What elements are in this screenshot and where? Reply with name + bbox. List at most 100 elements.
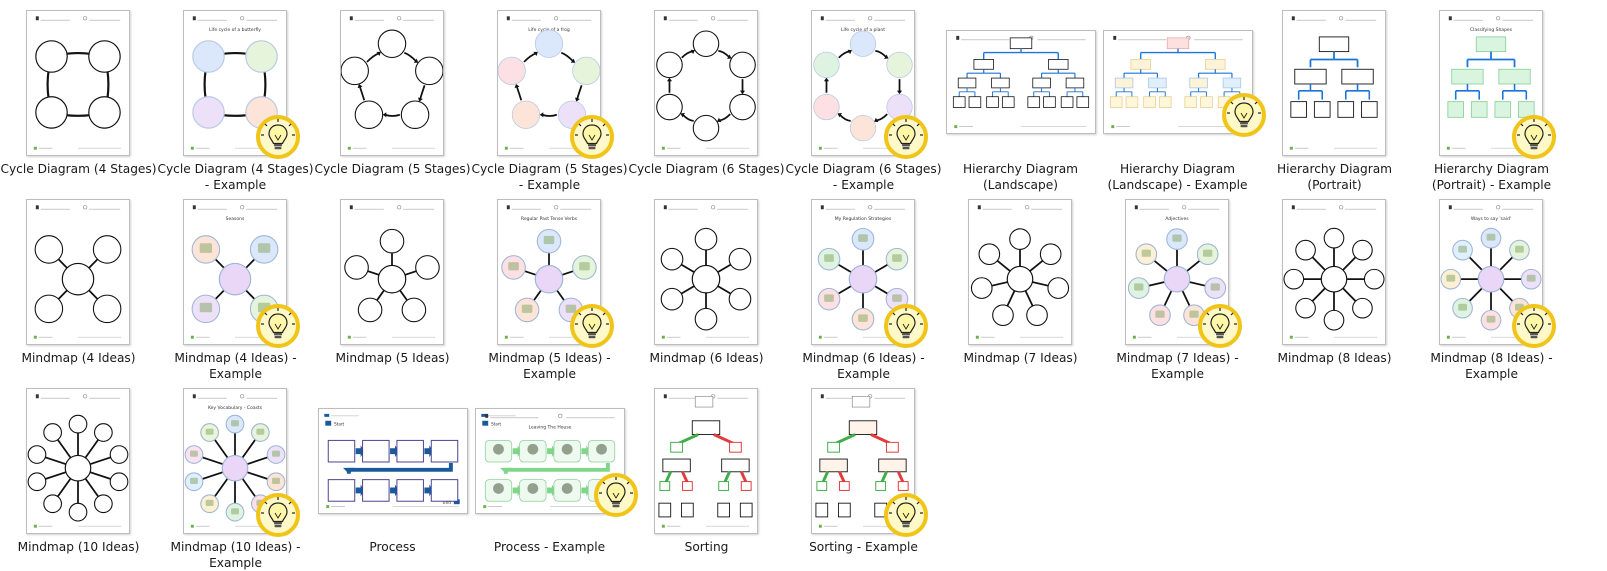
- template-caption: Process: [369, 540, 416, 554]
- thumbnail-diagram: Ways to say 'said': [1440, 205, 1542, 339]
- template-caption: Mindmap (4 Ideas): [21, 351, 136, 365]
- thumbnail-diagram: [1289, 16, 1378, 150]
- thumbnail-title: Adjectives: [1165, 216, 1189, 222]
- thumbnail-title: Classifying Shapes: [1470, 27, 1513, 33]
- thumbnail-diagram: Key Vocabulary - Coasts: [184, 394, 286, 528]
- template-tile[interactable]: Mindmap (10 Ideas): [0, 378, 157, 563]
- thumbnail-diagram: Adjectives: [1127, 205, 1227, 339]
- template-tile[interactable]: Mindmap (6 Ideas): [628, 189, 785, 374]
- template-caption: Mindmap (10 Ideas) - Example: [170, 540, 301, 570]
- portrait-thumbnail[interactable]: Classifying Shapes: [1439, 10, 1543, 156]
- portrait-thumbnail[interactable]: [340, 10, 444, 156]
- lightbulb-icon: [593, 472, 639, 518]
- template-tile[interactable]: Leaving The HouseStartEndProcess - Examp…: [471, 378, 638, 563]
- template-caption: Mindmap (10 Ideas): [17, 540, 140, 554]
- thumbnail-title: Regular Past Tense Verbs: [521, 216, 578, 222]
- thumbnail-diagram: [970, 205, 1070, 339]
- template-tile[interactable]: Hierarchy Diagram (Landscape): [942, 0, 1099, 192]
- thumbnail-title: Life cycle of a butterfly: [209, 27, 261, 33]
- template-caption: Mindmap (8 Ideas) - Example: [1430, 351, 1553, 381]
- portrait-thumbnail[interactable]: Key Vocabulary - Coasts: [183, 388, 287, 534]
- template-tile[interactable]: Cycle Diagram (6 Stages): [628, 0, 785, 185]
- template-tile[interactable]: Mindmap (5 Ideas): [314, 189, 471, 374]
- thumbnail-diagram: Classifying Shapes: [1446, 16, 1535, 150]
- template-caption: Mindmap (5 Ideas): [335, 351, 450, 365]
- process-end-label: End: [443, 500, 451, 505]
- template-caption: Hierarchy Diagram (Landscape): [962, 162, 1079, 192]
- thumbnail-diagram: [815, 394, 910, 528]
- template-tile[interactable]: Cycle Diagram (5 Stages): [314, 0, 471, 185]
- template-tile[interactable]: Ways to say 'said' Mindmap (8 Ideas) - Ex…: [1413, 189, 1570, 381]
- thumbnail-diagram: [658, 394, 753, 528]
- thumbnail-diagram: [33, 205, 122, 339]
- portrait-thumbnail[interactable]: Seasons: [183, 199, 287, 345]
- portrait-thumbnail[interactable]: [1282, 10, 1386, 156]
- portrait-thumbnail[interactable]: [26, 199, 130, 345]
- thumbnail-title: Life cycle of a plant: [841, 27, 885, 33]
- template-tile[interactable]: Hierarchy Diagram (Portrait): [1256, 0, 1413, 192]
- template-caption: Hierarchy Diagram (Landscape) - Example: [1107, 162, 1248, 192]
- template-caption: Cycle Diagram (6 Stages): [628, 162, 785, 176]
- template-tile[interactable]: Hierarchy Diagram (Landscape) - Example: [1099, 0, 1266, 192]
- thumbnail-diagram: My Regulation Strategies: [817, 205, 909, 339]
- portrait-thumbnail[interactable]: [968, 199, 1072, 345]
- thumbnail-diagram: [33, 16, 122, 150]
- thumbnail-diagram: [656, 16, 756, 150]
- template-caption: Mindmap (7 Ideas) - Example: [1116, 351, 1239, 381]
- lightbulb-icon: [255, 492, 301, 538]
- template-tile[interactable]: Mindmap (7 Ideas): [942, 189, 1099, 374]
- portrait-thumbnail[interactable]: Adjectives: [1125, 199, 1229, 345]
- template-caption: Cycle Diagram (4 Stages): [0, 162, 157, 176]
- portrait-thumbnail[interactable]: [654, 388, 758, 534]
- lightbulb-icon: [1197, 303, 1243, 349]
- template-caption: Cycle Diagram (4 Stages) - Example: [157, 162, 314, 192]
- template-tile[interactable]: Cycle Diagram (4 Stages): [0, 0, 157, 185]
- process-start-label: Start: [334, 422, 344, 427]
- template-tile[interactable]: Sorting: [628, 378, 785, 563]
- portrait-thumbnail[interactable]: [26, 10, 130, 156]
- thumbnail-diagram: Life cycle of a plant: [813, 16, 913, 150]
- portrait-thumbnail[interactable]: [1282, 199, 1386, 345]
- thumbnail-diagram: [660, 205, 752, 339]
- template-caption: Hierarchy Diagram (Portrait) - Example: [1431, 162, 1552, 192]
- portrait-thumbnail[interactable]: [340, 199, 444, 345]
- thumbnail-title: Ways to say 'said': [1471, 216, 1511, 222]
- template-tile[interactable]: Mindmap (8 Ideas): [1256, 189, 1413, 374]
- template-caption: Hierarchy Diagram (Portrait): [1276, 162, 1393, 192]
- landscape-thumbnail[interactable]: [946, 30, 1096, 134]
- thumbnail-title: Seasons: [226, 216, 245, 222]
- lightbulb-icon: [1511, 303, 1557, 349]
- lightbulb-icon: [255, 114, 301, 160]
- lightbulb-icon: [883, 303, 929, 349]
- portrait-thumbnail[interactable]: [654, 199, 758, 345]
- process-start-label: Start: [491, 422, 501, 427]
- template-caption: Mindmap (7 Ideas): [963, 351, 1078, 365]
- template-caption: Sorting - Example: [809, 540, 918, 554]
- lightbulb-icon: [883, 114, 929, 160]
- portrait-thumbnail[interactable]: [811, 388, 915, 534]
- template-caption: Process - Example: [493, 540, 606, 554]
- template-caption: Cycle Diagram (5 Stages) - Example: [471, 162, 628, 192]
- template-caption: Mindmap (5 Ideas) - Example: [488, 351, 611, 381]
- template-tile[interactable]: Mindmap (4 Ideas): [0, 189, 157, 374]
- portrait-thumbnail[interactable]: [654, 10, 758, 156]
- portrait-thumbnail[interactable]: [26, 388, 130, 534]
- thumbnail-title: Leaving The House: [529, 425, 572, 431]
- template-caption: Mindmap (6 Ideas): [649, 351, 764, 365]
- thumbnail-diagram: Seasons: [190, 205, 279, 339]
- template-tile[interactable]: Sorting - Example: [785, 378, 942, 563]
- lightbulb-icon: [883, 492, 929, 538]
- thumbnail-diagram: Regular Past Tense Verbs: [501, 205, 597, 339]
